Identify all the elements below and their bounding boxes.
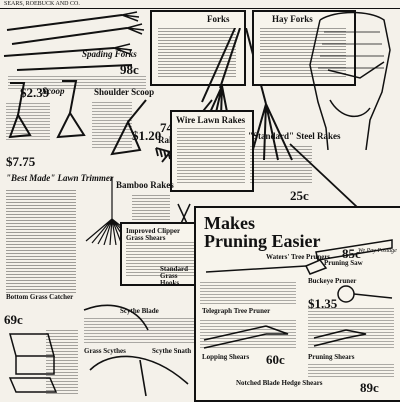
tree-pruner-label: Waters' Tree Pruners (266, 253, 331, 261)
scythe-copy (84, 318, 194, 344)
hedge-shears-price: 89c (360, 380, 379, 395)
wire-lawn-rakes-listing: Wire Lawn Rakes (170, 110, 254, 192)
pruning-postage-note: We Pay Postage (358, 248, 397, 254)
man-illustration (300, 10, 398, 151)
scoop-price: $2.39 (20, 85, 50, 100)
telegraph-pruner-title: Telegraph Tree Pruner (202, 307, 271, 315)
pruning-copy-3 (308, 308, 394, 348)
standard-steel-rakes-section: "Standard" Steel Rakes 25c (248, 128, 341, 210)
lopping-shears-title: Lopping Shears (202, 353, 250, 361)
rakes-title: Rakes (158, 136, 182, 145)
scythe-snath-title: Scythe Snath (152, 347, 192, 355)
grass-scythes-title: Grass Scythes (84, 347, 126, 355)
forks-listing: Forks (150, 10, 246, 86)
top-strip-text: SEARS, ROEBUCK AND CO. (4, 1, 80, 7)
lawn-trimmer-section: $7.75 "Best Made" Lawn Trimmer (2, 150, 113, 300)
pruning-title-line1: Makes (204, 213, 255, 233)
spading-fork-illustrations (3, 11, 145, 71)
lawn-trimmer-copy (6, 190, 76, 294)
pruning-copy-1 (200, 282, 296, 304)
man-with-rake-illustration (309, 11, 391, 151)
bamboo-rakes-title: Bamboo Rakes (116, 180, 174, 190)
top-strip: SEARS, ROEBUCK AND CO. (4, 1, 396, 7)
pruning-copy-2 (200, 320, 296, 348)
wire-lawn-rakes-title: Wire Lawn Rakes (176, 115, 246, 125)
hay-forks-copy (260, 28, 346, 78)
shoulder-scoop-title: Shoulder Scoop (94, 87, 155, 97)
standard-steel-rakes-price: 25c (290, 188, 309, 203)
scythe-blade-title: Scythe Blade (120, 307, 159, 315)
hedge-shears-title: Notched Blade Hedge Shears (236, 379, 323, 387)
pruning-copy-4 (308, 364, 394, 378)
buckeye-pruner-title: Buckeye Pruner (308, 277, 357, 285)
spading-forks-title: Spading Forks (82, 49, 137, 59)
forks-title: Forks (207, 14, 230, 24)
standard-steel-rakes-copy (250, 146, 312, 184)
pruning-box: Makes Pruning Easier Waters' Tree Pruner… (194, 206, 400, 402)
spading-forks-price: 98c (120, 62, 139, 77)
scoop-section: $2.39 Scoop (2, 75, 97, 145)
hay-forks-title: Hay Forks (272, 14, 313, 24)
lopping-shears-price: 60c (266, 352, 285, 367)
scoop-illustration (8, 80, 86, 139)
spading-forks-section: Spading Forks 98c (2, 10, 150, 92)
grass-catcher-illustrations (8, 333, 58, 393)
grass-shears-copy (126, 242, 196, 278)
pruning-title-line2: Pruning Easier (204, 231, 321, 251)
pruning-illustrations (203, 239, 393, 349)
top-rule (0, 8, 400, 9)
lawn-trimmer-price: $7.75 (6, 154, 36, 169)
grass-shears-title: Improved Clipper Grass Shears (126, 227, 180, 242)
scoop-title: Scoop (42, 86, 65, 96)
shoulder-scoop-illustration (110, 99, 147, 156)
shoulder-scoop-copy (92, 102, 132, 148)
scythe-illustrations (83, 304, 189, 397)
grass-shears-listing: Improved Clipper Grass Shears (120, 222, 202, 286)
lawn-trimmer-title: "Best Made" Lawn Trimmer (6, 173, 114, 183)
buckeye-pruner-price: $1.35 (308, 296, 338, 311)
spading-forks-copy (8, 76, 146, 90)
standard-steel-rakes-title: "Standard" Steel Rakes (248, 131, 341, 141)
standard-grass-hooks-section: Standard Grass Hooks (120, 248, 198, 316)
pruning-saw-title: Pruning Saw (324, 259, 363, 267)
wire-lawn-rakes-copy (177, 128, 245, 184)
standard-grass-hooks-title: Standard Grass Hooks (160, 265, 189, 287)
shoulder-scoop-price: $1.20 (132, 128, 162, 143)
scythe-section: Scythe Blade Grass Scythes Scythe Snath (80, 300, 200, 400)
grass-catcher-copy (46, 330, 78, 396)
shoulder-scoop-section: Shoulder Scoop $1.20 (88, 78, 166, 166)
grass-catcher-section: Bottom Grass Catcher 69c (2, 290, 80, 400)
pruning-saw-price: 85c (342, 246, 361, 261)
bottom-grass-catcher-price: 69c (4, 312, 23, 327)
pruning-shears-title: Pruning Shears (308, 353, 355, 361)
scoop-copy (6, 103, 50, 141)
bottom-grass-catcher-title: Bottom Grass Catcher (6, 293, 74, 301)
